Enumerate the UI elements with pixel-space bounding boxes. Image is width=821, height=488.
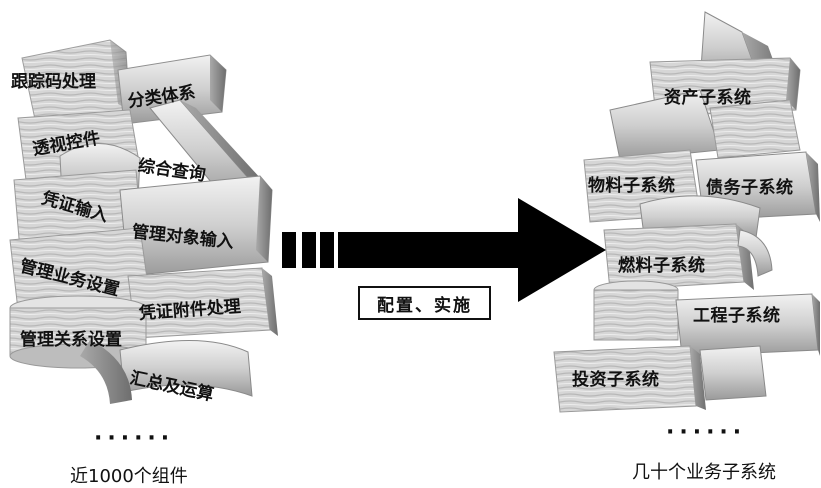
subsystem-label-investment: 投资子系统 (572, 370, 660, 390)
components-cluster (9, 39, 278, 404)
subsystems-cluster (553, 11, 820, 413)
subsystems-caption: 几十个业务子系统 (632, 462, 776, 483)
subsystem-label-fuel: 燃料子系统 (618, 256, 706, 276)
configuration-arrow (282, 198, 606, 302)
subsystem-label-materials: 物料子系统 (588, 176, 676, 196)
components-caption: 近1000个组件 (70, 466, 188, 487)
process-label: 配置、实施 (358, 286, 491, 320)
subsystem-label-assets: 资产子系统 (664, 88, 752, 108)
components-ellipsis: ······ (94, 426, 175, 451)
subsystem-label-debts: 债务子系统 (706, 178, 794, 198)
component-label-relation-setup: 管理关系设置 (20, 330, 122, 350)
subsystems-ellipsis: ······ (666, 420, 747, 445)
component-label-tracking-code: 跟踪码处理 (11, 72, 96, 92)
subsystem-label-engineering: 工程子系统 (693, 306, 781, 326)
